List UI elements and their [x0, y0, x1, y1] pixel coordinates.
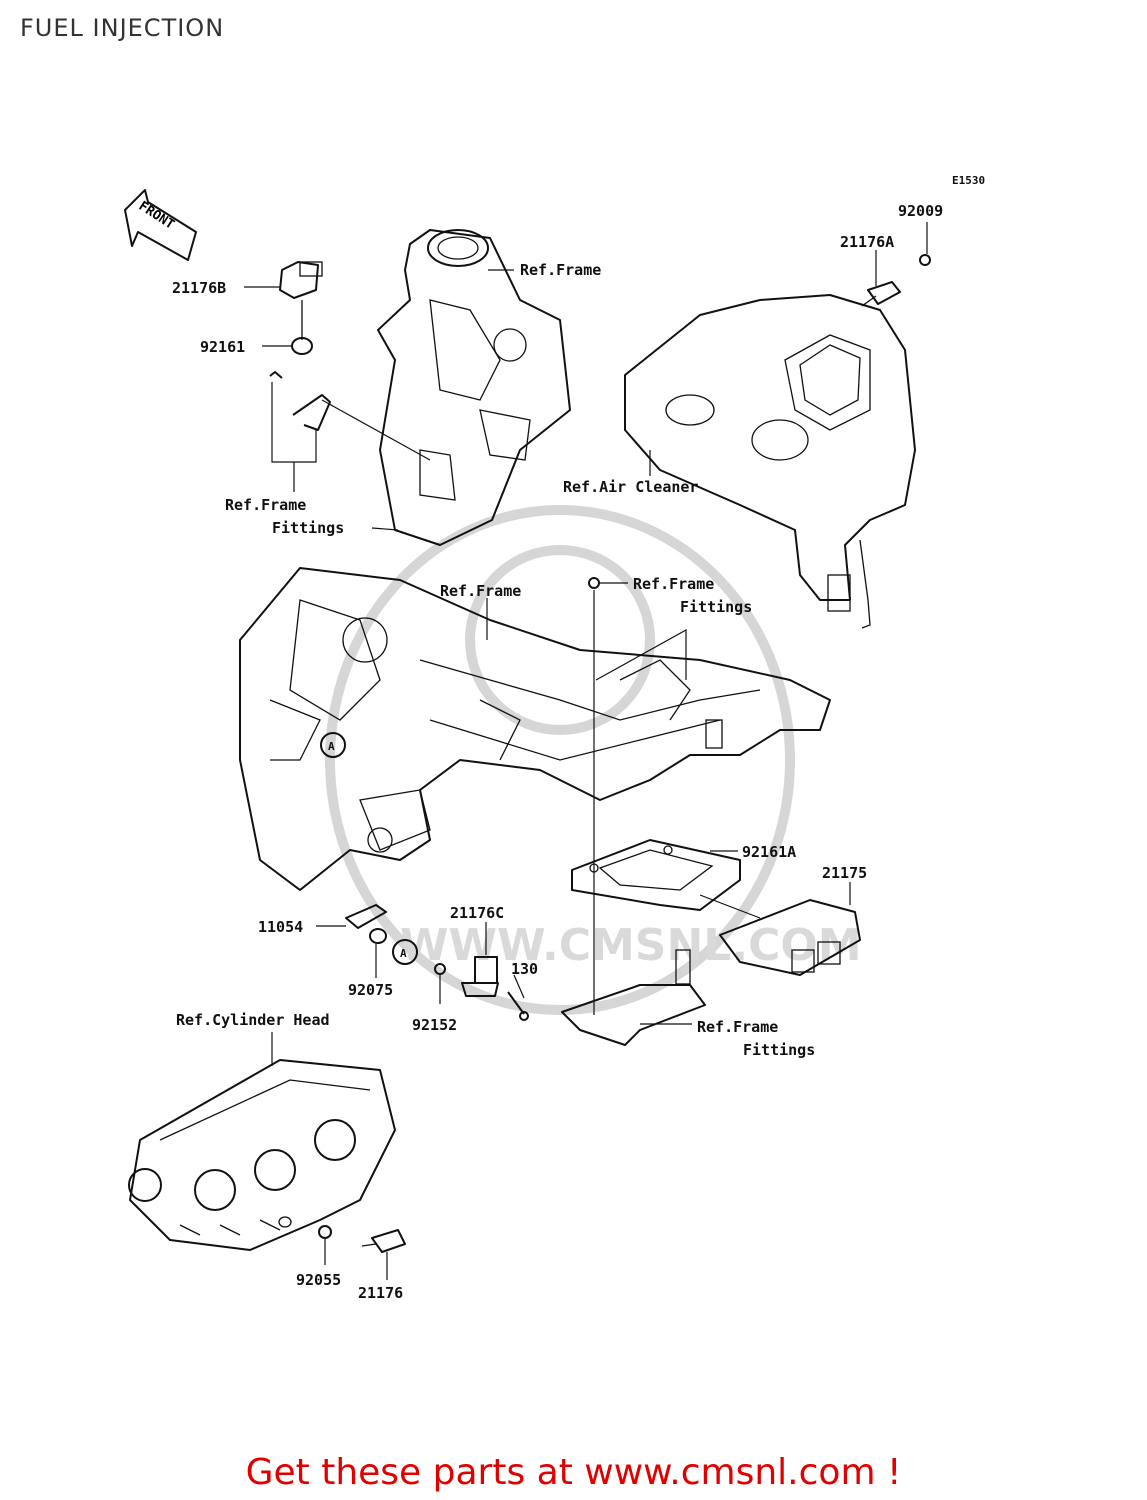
svg-text:A: A [328, 740, 335, 753]
part-92161-label: 92161 [200, 338, 245, 356]
ref-frame-fittings-bottom-line2: Fittings [743, 1041, 815, 1059]
part-92152-label: 92152 [412, 1016, 457, 1034]
marker-a-upper: A [320, 732, 346, 758]
main-frame-part [239, 567, 831, 891]
sensor-21176c-part [461, 956, 499, 997]
bolt-130-part [507, 991, 529, 1021]
part-21176b-label: 21176B [172, 279, 226, 297]
part-130-label: 130 [511, 960, 538, 978]
part-92075-label: 92075 [348, 981, 393, 999]
ref-frame-fittings-mid-line1: Ref.Frame [633, 575, 714, 593]
sensor-21176b-part [269, 261, 331, 431]
footer-shop-link[interactable]: Get these parts at www.cmsnl.com ! [245, 1452, 902, 1493]
ref-cylinder-head: Ref.Cylinder Head [176, 1011, 330, 1029]
frame-head-part [377, 229, 571, 546]
bolt-frame-fittings-part [588, 577, 600, 589]
svg-text:A: A [400, 947, 407, 960]
watermark: WWW.CMSNL.COM [325, 505, 862, 1015]
part-92161a-label: 92161A [742, 843, 796, 861]
marker-a-lower: A [392, 939, 418, 965]
ref-frame-fittings-bottom-line1: Ref.Frame [697, 1018, 778, 1036]
part-11054-label: 11054 [258, 918, 303, 936]
part-21176c-label: 21176C [450, 904, 504, 922]
sensor-21176-part [361, 1229, 406, 1253]
ecu-21175-part [719, 899, 861, 976]
screw-92009-part [919, 254, 931, 266]
air-cleaner-part [624, 294, 916, 629]
part-92009-label: 92009 [898, 202, 943, 220]
svg-text:WWW.CMSNL.COM: WWW.CMSNL.COM [400, 920, 862, 971]
ref-frame-fittings-left-line2: Fittings [272, 519, 344, 537]
ref-frame-fittings-left-line1: Ref.Frame [225, 496, 306, 514]
ecu-bracket-part [571, 839, 741, 911]
lower-bracket-part [561, 949, 706, 1046]
collar-92075-part [369, 928, 387, 944]
diagram-code: E1530 [952, 174, 985, 187]
washer-92055-part [318, 1225, 332, 1239]
part-21176a-label: 21176A [840, 233, 894, 251]
part-21176-label: 21176 [358, 1284, 403, 1302]
page-title: FUEL INJECTION [20, 14, 225, 42]
ref-frame-mid: Ref.Frame [440, 582, 521, 600]
part-92055-label: 92055 [296, 1271, 341, 1289]
cylinder-head-part [128, 1059, 396, 1251]
ref-air-cleaner: Ref.Air Cleaner [563, 478, 698, 496]
front-arrow-icon: FRONT [124, 189, 197, 261]
gasket-11054-part [345, 904, 387, 929]
ref-frame-top: Ref.Frame [520, 261, 601, 279]
part-21175-label: 21175 [822, 864, 867, 882]
ref-frame-fittings-mid-line2: Fittings [680, 598, 752, 616]
sensor-21176a-part [861, 281, 901, 307]
svg-text:FRONT: FRONT [136, 199, 177, 233]
